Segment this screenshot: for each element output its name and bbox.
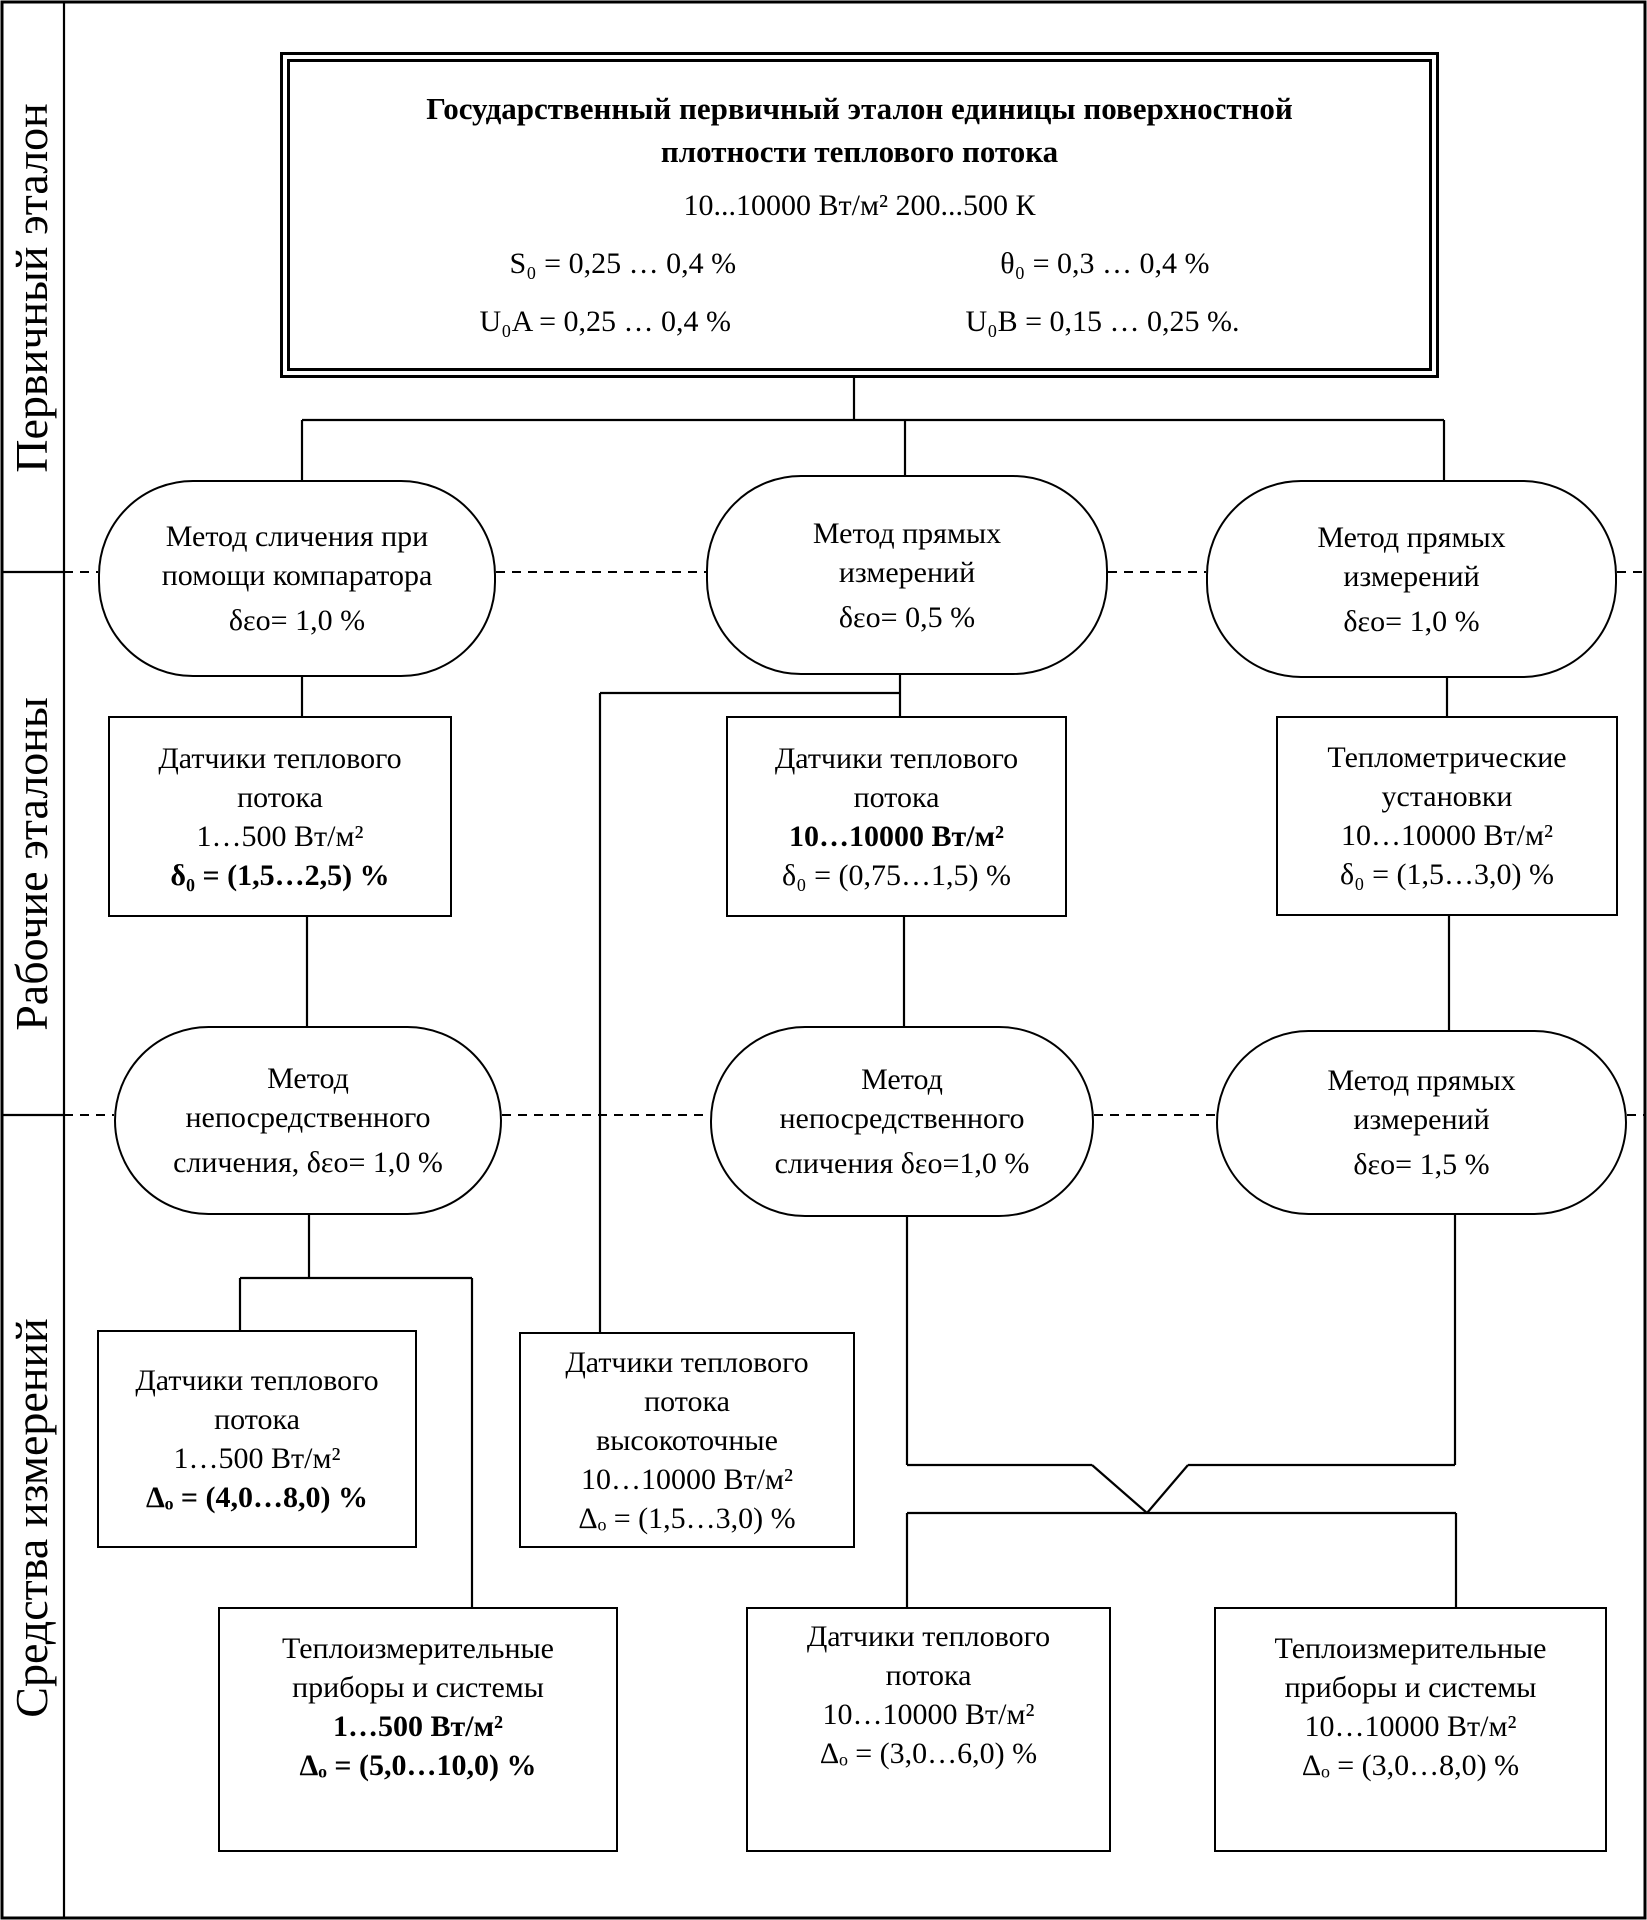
node-text: потока — [214, 1403, 300, 1436]
instrument-sensors-left: Датчики теплового потока 1…500 Вт/м² Δₒ … — [97, 1330, 417, 1548]
working-standard-sensors-left: Датчики теплового потока 1…500 Вт/м² δ₀ … — [108, 716, 452, 917]
method-text: измерений — [1343, 559, 1480, 593]
node-text: Датчики теплового — [806, 1620, 1051, 1653]
method-text: δεо= 1,0 % — [1343, 604, 1480, 638]
primary-standard-title-1: Государственный первичный эталон единицы… — [426, 90, 1293, 126]
method-text: δεо= 1,5 % — [1353, 1148, 1490, 1181]
node-text: Датчики теплового — [158, 741, 402, 775]
working-standard-sensors-mid: Датчики теплового потока 10…10000 Вт/м² … — [726, 716, 1067, 917]
method-text: Метод — [267, 1062, 349, 1095]
node-text: Δₒ = (1,5…3,0) % — [578, 1501, 796, 1535]
primary-standard-u0a: U₀A = 0,25 … 0,4 % — [479, 305, 732, 339]
method-comparator: Метод сличения при помощи компаратора δε… — [98, 480, 496, 677]
working-standard-installations: Теплометрические установки 10…10000 Вт/м… — [1276, 716, 1618, 916]
instrument-heat-meters-right: Теплоизмерительные приборы и системы 10…… — [1214, 1607, 1607, 1852]
method-direct-measurement-mid: Метод прямых измерений δεо= 0,5 % — [706, 475, 1108, 675]
method-direct-measurement-lower: Метод прямых измерений δεо= 1,5 % — [1216, 1030, 1627, 1215]
primary-standard-box: Государственный первичный эталон единицы… — [280, 52, 1439, 378]
node-text: 1…500 Вт/м² — [173, 1442, 341, 1475]
method-text: непосредственного — [779, 1102, 1025, 1135]
node-text: δ₀ = (0,75…1,5) % — [782, 858, 1011, 892]
method-text: помощи компаратора — [161, 559, 433, 592]
node-text: 1…500 Вт/м² — [332, 1710, 503, 1743]
method-text: сличения δεо=1,0 % — [774, 1147, 1030, 1180]
node-text: Теплоизмерительные — [1274, 1632, 1547, 1665]
node-text: Теплоизмерительные — [282, 1632, 554, 1665]
node-text: 10…10000 Вт/м² — [788, 819, 1004, 853]
method-direct-measurement-right: Метод прямых измерений δεо= 1,0 % — [1206, 480, 1617, 678]
node-text: Δₒ = (3,0…6,0) % — [819, 1737, 1038, 1770]
node-text: Δₒ = (3,0…8,0) % — [1301, 1749, 1520, 1782]
node-text: потока — [853, 780, 940, 814]
node-text: Δₒ = (4,0…8,0) % — [146, 1481, 368, 1514]
instrument-sensors-high-precision: Датчики теплового потока высокоточные 10… — [519, 1332, 855, 1548]
node-text: 10…10000 Вт/м² — [581, 1462, 793, 1496]
node-text: приборы и системы — [1284, 1671, 1537, 1704]
node-text: Датчики теплового — [135, 1364, 379, 1397]
node-text: потока — [237, 780, 323, 814]
method-text: Метод прямых — [1327, 1064, 1516, 1097]
method-text: Метод прямых — [812, 516, 1002, 550]
method-text: δεо= 1,0 % — [228, 604, 366, 637]
method-text: сличения, δεо= 1,0 % — [173, 1146, 443, 1179]
primary-standard-range: 10...10000 Вт/м² 200...500 К — [683, 189, 1036, 223]
primary-standard-s0: S₀ = 0,25 … 0,4 % — [509, 247, 737, 281]
node-text: установки — [1381, 780, 1513, 813]
method-text: непосредственного — [185, 1101, 431, 1134]
node-text: 10…10000 Вт/м² — [1304, 1710, 1517, 1743]
node-text: Δₒ = (5,0…10,0) % — [299, 1749, 537, 1782]
node-text: приборы и системы — [292, 1671, 544, 1704]
method-text: Метод сличения при — [165, 520, 429, 553]
instrument-sensors-mid: Датчики теплового потока 10…10000 Вт/м² … — [746, 1607, 1111, 1852]
primary-standard-title-2: плотности теплового потока — [660, 134, 1059, 169]
primary-standard-u0b: U₀B = 0,15 … 0,25 %. — [965, 305, 1240, 339]
method-text: Метод — [861, 1063, 943, 1096]
node-text: Теплометрические — [1327, 741, 1567, 774]
node-text: 10…10000 Вт/м² — [1341, 819, 1553, 852]
node-text: Датчики теплового — [774, 741, 1019, 775]
method-text: δεо= 0,5 % — [838, 600, 976, 634]
instrument-heat-meters-left: Теплоизмерительные приборы и системы 1…5… — [218, 1607, 618, 1852]
node-text: Датчики теплового — [565, 1345, 809, 1379]
primary-standard-theta0: θ₀ = 0,3 … 0,4 % — [1000, 247, 1210, 281]
method-text: измерений — [838, 555, 976, 589]
node-text: δ₀ = (1,5…3,0) % — [1340, 858, 1554, 891]
node-text: 10…10000 Вт/м² — [822, 1698, 1035, 1731]
method-text: Метод прямых — [1317, 520, 1506, 554]
method-direct-comparison-mid: Метод непосредственного сличения δεо=1,0… — [710, 1026, 1094, 1217]
node-text: высокоточные — [596, 1423, 778, 1457]
node-text: 1…500 Вт/м² — [196, 819, 364, 853]
node-text: δ₀ = (1,5…2,5) % — [170, 858, 390, 892]
method-text: измерений — [1353, 1103, 1490, 1136]
node-text: потока — [885, 1659, 972, 1692]
method-direct-comparison-left: Метод непосредственного сличения, δεо= 1… — [114, 1026, 502, 1215]
node-text: потока — [644, 1384, 730, 1418]
